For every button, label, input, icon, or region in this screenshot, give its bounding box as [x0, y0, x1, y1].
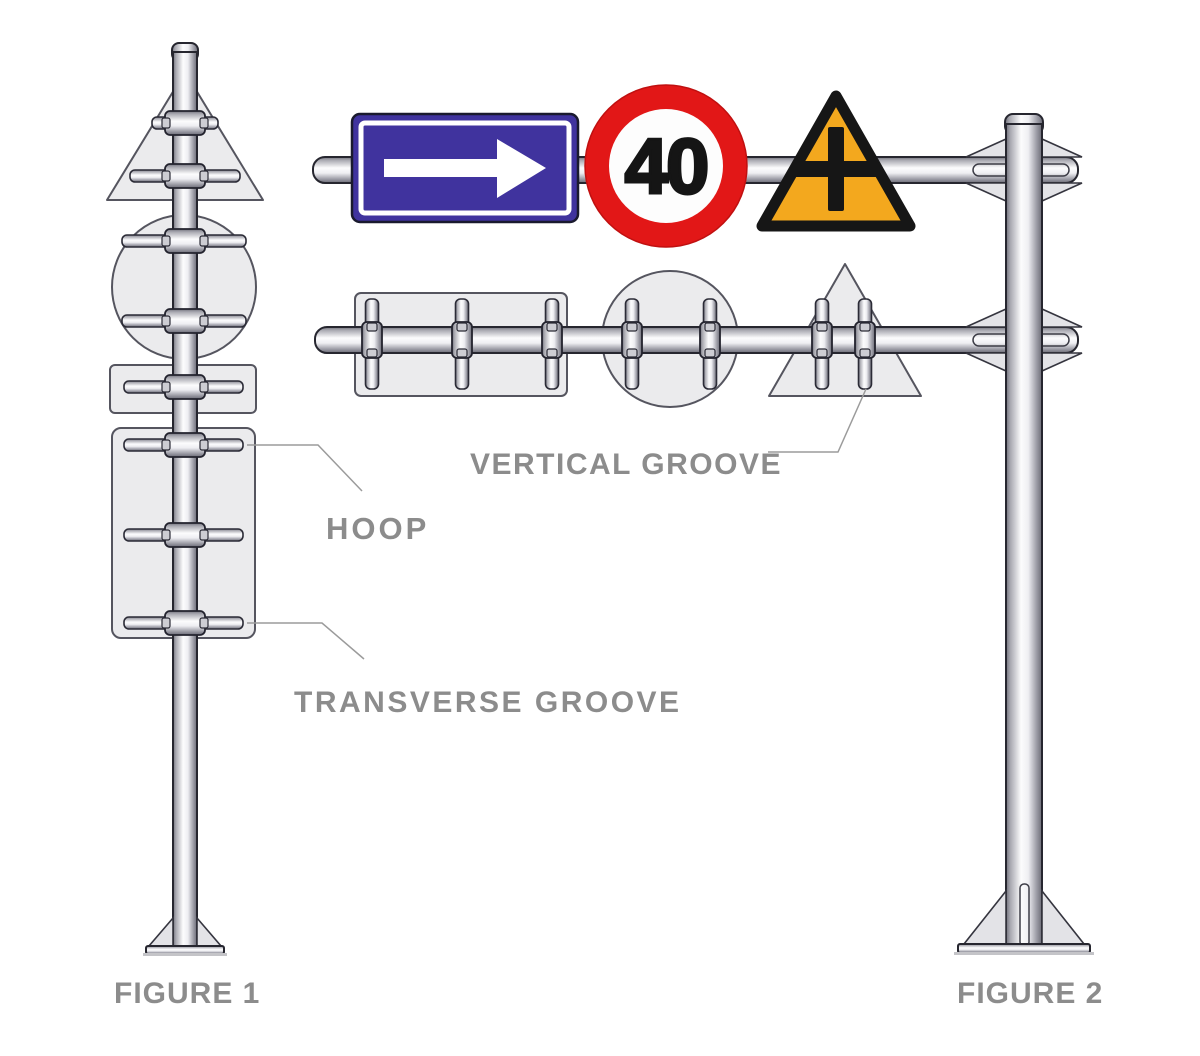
figure-2-caption: FIGURE 2: [957, 977, 1104, 1010]
figure-1: [106, 42, 264, 956]
base-gusset: [147, 915, 174, 947]
vertical-groove-clamps: [361, 298, 876, 390]
vertical-clamp-collar: [541, 321, 563, 359]
pole: [172, 51, 198, 949]
vertical-clamp-collar: [699, 321, 721, 359]
beam-bottom: [314, 326, 1079, 354]
hoop-collar: [161, 228, 209, 254]
hoop-collar: [161, 522, 209, 548]
pole-base: [143, 915, 227, 956]
one-way-arrow-sign: [350, 112, 580, 224]
base-flange: [957, 943, 1091, 954]
vertical-clamp-collar: [621, 321, 643, 359]
hoop-collar: [161, 163, 209, 189]
vertical-clamp-collar: [811, 321, 833, 359]
speed-limit-value: 40: [625, 122, 708, 210]
leader-line-hoop: [247, 444, 363, 492]
hoop-label: HOOP: [326, 511, 430, 546]
leader-line-vertical-groove: [768, 388, 867, 453]
base-gusset: [1041, 888, 1086, 945]
figure-2: 40: [312, 84, 1094, 955]
vertical-clamp-collar: [854, 321, 876, 359]
base-gusset: [196, 915, 223, 947]
hoop-collar: [161, 374, 209, 400]
figure-1-caption: FIGURE 1: [114, 977, 261, 1010]
speed-limit-sign: 40: [584, 84, 748, 248]
ground-shadow: [143, 953, 227, 956]
vertical-clamp-collar: [451, 321, 473, 359]
base-gusset: [962, 888, 1007, 945]
ground-shadow: [954, 952, 1094, 955]
speed-limit-center: [609, 109, 723, 223]
transverse-groove-label: TRANSVERSE GROOVE: [294, 686, 682, 719]
leader-line-transverse-groove: [247, 622, 365, 660]
hoop-collar: [161, 432, 209, 458]
pole: [1005, 123, 1043, 949]
hoop-collar: [161, 308, 209, 334]
vertical-groove-label: VERTICAL GROOVE: [470, 448, 782, 481]
right-arrow-icon: [384, 139, 546, 198]
vertical-clamp-collar: [361, 321, 383, 359]
hoop-collars: [161, 110, 209, 636]
hoop-collar: [161, 610, 209, 636]
one-way-sign-border: [358, 120, 572, 216]
crossroads-warning-sign: [756, 90, 916, 232]
crossroads-icon: [794, 161, 878, 177]
base-flange: [145, 945, 225, 955]
hoop-collar: [161, 110, 209, 136]
pole-base: [954, 888, 1094, 955]
